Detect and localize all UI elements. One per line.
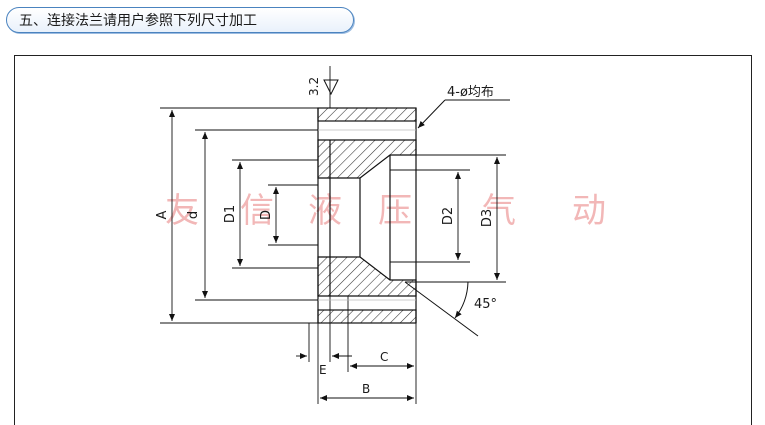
angle-annotation [404,281,479,337]
hole-note: 4-ø均布 [447,85,494,100]
dim-label-d: d [186,211,201,219]
watermark-char: 压 [378,191,412,231]
dim-label-B: B [362,382,370,396]
dim-label-D2: D2 [441,207,456,225]
dim-label-C: C [380,350,388,364]
watermark-char: 动 [572,191,606,231]
dim-label-D: D [259,210,274,220]
angle-label: 45° [474,297,497,312]
dim-label-A: A [155,210,170,219]
watermark-char: 液 [308,191,342,231]
dim-label-D3: D3 [480,209,495,227]
dim-label-E: E [319,363,327,377]
dim-label-D1: D1 [223,205,238,223]
flange-outline [317,108,417,323]
surface-finish-value: 3.2 [307,77,321,96]
bore-lines [318,129,416,301]
dimension-lines [169,110,500,401]
extension-lines [160,66,506,404]
section-heading-text: 五、连接法兰请用户参照下列尺寸加工 [19,13,257,29]
hole-note-leader [417,99,510,129]
surface-finish-icon [323,79,339,96]
watermark-char: 信 [240,191,274,231]
section-heading: 五、连接法兰请用户参照下列尺寸加工 [6,7,354,33]
